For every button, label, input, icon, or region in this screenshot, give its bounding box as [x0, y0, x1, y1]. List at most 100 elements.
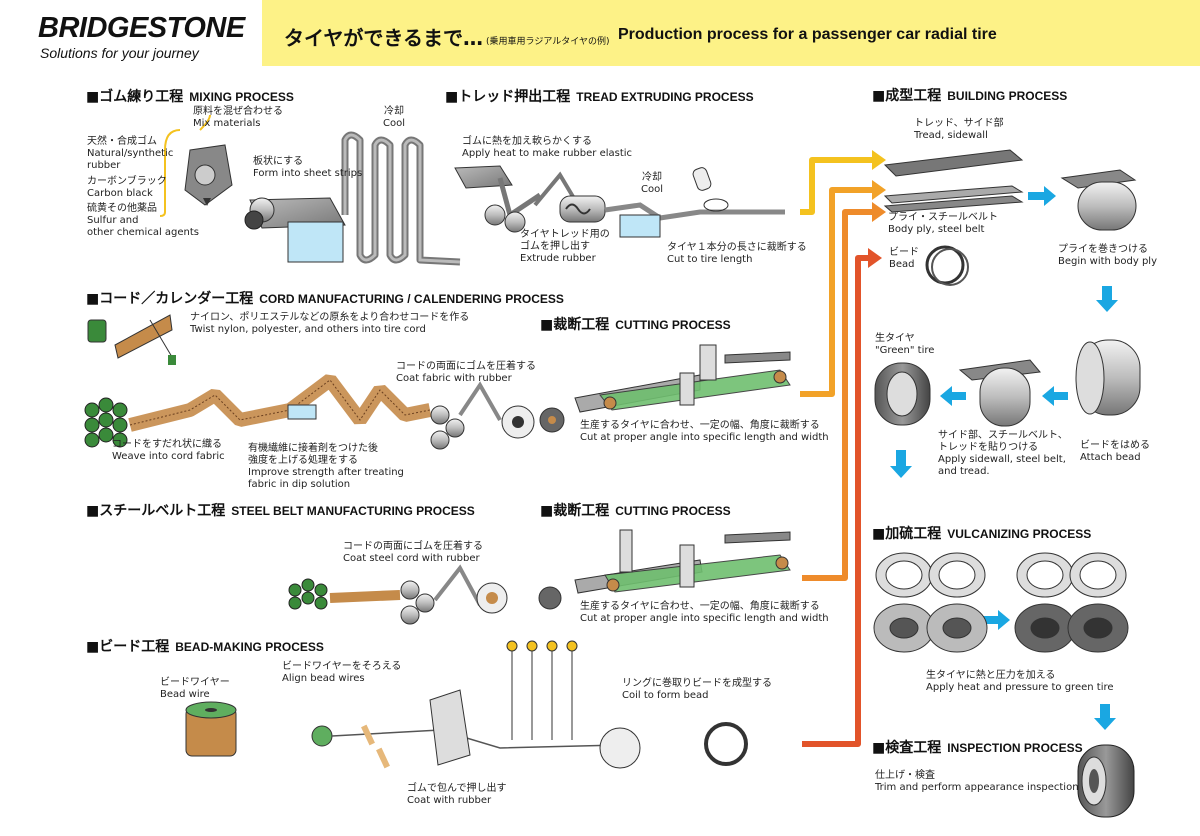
section-en: CORD MANUFACTURING / CALENDERING PROCESS — [259, 292, 564, 306]
label-en: rubber — [87, 160, 121, 171]
steel-art — [288, 564, 562, 625]
label-green-tire: 生タイヤ"Green" tire — [875, 333, 934, 357]
label-ja: タイヤトレッド用の — [520, 229, 610, 240]
label-ja: ゴムで包んで押し出す — [407, 783, 507, 794]
label-en: Align bead wires — [282, 673, 365, 684]
label-en: Carbon black — [87, 188, 153, 199]
section-ja: ■ビード工程 — [86, 639, 170, 655]
label-en: Twist nylon, polyester, and others into … — [190, 324, 426, 335]
arrow-head-orange1 — [872, 180, 886, 200]
label-ja: プライを巻きつける — [1058, 244, 1148, 255]
header: BRIDGESTONE Solutions for your journey タ… — [0, 0, 1200, 66]
label-ja: 生産するタイヤに合わせ、一定の幅、角度に裁断する — [580, 420, 820, 431]
label-en: other chemical agents — [87, 227, 200, 238]
label-en: and tread. — [938, 466, 990, 477]
label-en: Cool — [383, 118, 405, 129]
section-cord: ■コード／カレンダー工程 CORD MANUFACTURING / CALENDE… — [86, 288, 564, 308]
section-ja: ■加硫工程 — [872, 526, 942, 542]
label-ja: 生タイヤ — [875, 333, 915, 344]
flow-arrows — [800, 150, 886, 747]
arrow-steel-to-building — [802, 209, 872, 581]
label-ja: 天然・合成ゴム — [87, 136, 157, 147]
section-bead: ■ビード工程 BEAD-MAKING PROCESS — [86, 636, 324, 656]
section-ja: ■裁断工程 — [540, 503, 610, 519]
section-ja: ■検査工程 — [872, 740, 942, 756]
label-en: Cool — [641, 184, 663, 195]
label-en: Apply heat and pressure to green tire — [926, 682, 1114, 693]
section-ja: ■スチールベルト工程 — [86, 503, 226, 519]
brand-logo: BRIDGESTONE — [38, 12, 245, 44]
tread-art — [454, 165, 785, 238]
section-en: BEAD-MAKING PROCESS — [175, 640, 324, 654]
label-ja: ビードワイヤーをそろえる — [282, 661, 402, 672]
label-ja: 冷却 — [642, 172, 662, 183]
section-en: CUTTING PROCESS — [615, 318, 731, 332]
section-ja: ■トレッド押出工程 — [445, 89, 571, 105]
label-ja: 有機繊維に接着剤をつけた後 — [248, 443, 378, 454]
page-title-en: Production process for a passenger car r… — [618, 26, 997, 43]
label-en: Cut to tire length — [667, 254, 753, 265]
section-ja: ■成型工程 — [872, 88, 942, 104]
section-vulcanizing: ■加硫工程 VULCANIZING PROCESS — [872, 523, 1091, 543]
arrow-tread-to-building — [800, 157, 872, 215]
brand-tagline: Solutions for your journey — [40, 45, 199, 61]
label-en: fabric in dip solution — [248, 479, 351, 490]
label-en: Apply sidewall, steel belt, — [938, 454, 1066, 465]
cutting2-art — [574, 529, 791, 594]
page-title-note: (乗用車用ラジアルタイヤの例) — [486, 37, 610, 47]
label-ja: 冷却 — [384, 106, 404, 117]
label-ja: 板状にする — [253, 156, 304, 167]
label-ja: 生タイヤに熱と圧力を加える — [926, 670, 1056, 681]
label-en: Body ply, steel belt — [888, 224, 985, 235]
label-ja: ビードワイヤー — [160, 677, 230, 688]
label-en: Bead — [889, 259, 915, 270]
section-en: MIXING PROCESS — [189, 90, 294, 104]
arrow-head-yellow — [872, 150, 886, 170]
section-en: VULCANIZING PROCESS — [947, 527, 1092, 541]
label-en: Weave into cord fabric — [112, 451, 225, 462]
label-ja: プライ・スチールベルト — [888, 212, 998, 223]
label-ja: コードの両面にゴムを圧着する — [343, 541, 483, 552]
section-ja: ■コード／カレンダー工程 — [86, 291, 254, 307]
label-en: Coat steel cord with rubber — [343, 553, 480, 564]
label-ja: ゴムを押し出す — [520, 241, 590, 252]
label-ja: コードをすだれ状に織る — [112, 439, 222, 450]
cord-art — [84, 314, 565, 450]
label-ja: ナイロン、ポリエステルなどの原糸をより合わせコードを作る — [190, 312, 470, 323]
section-ja: ■ゴム練り工程 — [86, 89, 184, 105]
label-en: Form into sheet strips — [253, 168, 363, 179]
label-ja: ゴムに熱を加え軟らかくする — [462, 136, 592, 147]
section-en: BUILDING PROCESS — [947, 89, 1068, 103]
label-en: Coat fabric with rubber — [396, 373, 512, 384]
label-ja: タイヤ１本分の長さに裁断する — [667, 242, 807, 253]
label-en: Begin with body ply — [1058, 256, 1158, 267]
label-ja: コードの両面にゴムを圧着する — [396, 361, 536, 372]
label-ja: 硫黄その他薬品 — [87, 203, 157, 214]
label-ja: 生産するタイヤに合わせ、一定の幅、角度に裁断する — [580, 601, 820, 612]
label-en: Natural/synthetic — [87, 148, 174, 159]
label-en: Apply heat to make rubber elastic — [462, 148, 633, 159]
